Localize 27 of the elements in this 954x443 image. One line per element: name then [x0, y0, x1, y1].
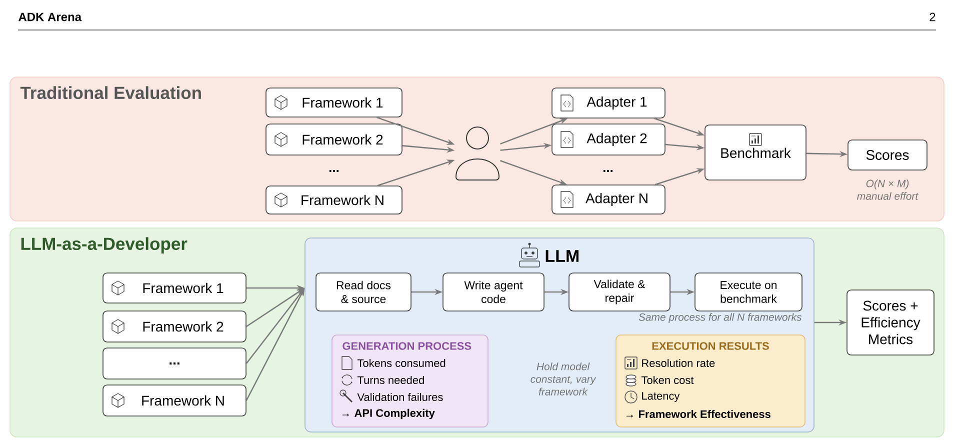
- result-box: Scores + Efficiency Metrics: [846, 290, 934, 356]
- adapter-box: Adapter 2: [552, 124, 666, 156]
- framework-box: Framework 1: [102, 272, 246, 304]
- ellipsis: ...: [603, 170, 613, 172]
- metrics-panel: EXECUTION RESULTS Resolution rate Token cost Latency → Framework Effectiveness: [616, 334, 806, 428]
- adapter-box: Adapter N: [552, 184, 666, 214]
- note-text: Same process for all N frameworks: [638, 313, 802, 323]
- note-text: O(N × M) manual effort: [857, 180, 918, 200]
- framework-box: Framework N: [266, 186, 402, 214]
- benchmark-box: Benchmark: [704, 124, 806, 180]
- ellipsis: ...: [329, 170, 339, 172]
- framework-box: Framework 2: [102, 310, 246, 342]
- framework-box: Framework 1: [266, 88, 402, 118]
- framework-box: Framework N: [102, 384, 246, 416]
- process-step-box: Write agent code: [442, 272, 544, 312]
- process-step-box: Execute on benchmark: [694, 272, 802, 312]
- adapter-box: Adapter 1: [552, 88, 666, 118]
- result-box: Scores: [848, 140, 928, 170]
- note-text: Hold model constant, vary framework: [530, 362, 596, 396]
- result-box: ...: [102, 348, 246, 380]
- metrics-panel: GENERATION PROCESS Tokens consumed Turns needed Validation failures → API Complexity: [332, 334, 488, 428]
- process-step-box: Validate & repair: [568, 272, 670, 312]
- person-icon: [456, 126, 500, 180]
- page-number: 2: [930, 12, 936, 22]
- running-header: ADK Arena: [18, 12, 82, 22]
- framework-box: Framework 2: [266, 124, 402, 156]
- process-step-box: Read docs & source: [316, 272, 412, 312]
